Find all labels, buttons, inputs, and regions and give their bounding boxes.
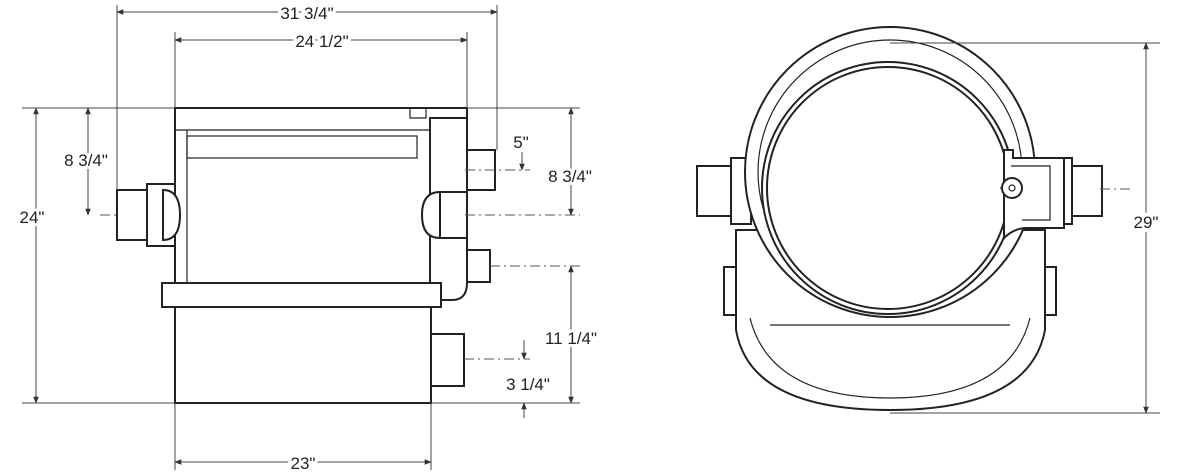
bottom-right-outlet (430, 333, 465, 387)
base-body (174, 306, 432, 404)
left-top-fitting (696, 165, 736, 217)
left-inlet-fitting (116, 183, 182, 247)
dim-inlet-right-height: 8 3/4" (548, 167, 592, 186)
inner-tray (186, 135, 418, 159)
middle-right-outlet (466, 249, 491, 283)
dim-top-view-depth: 29" (1134, 213, 1159, 232)
tank-opening (766, 66, 1010, 310)
dim-body-width: 24 1/2" (295, 32, 348, 51)
flange-band (161, 282, 442, 308)
dim-inlet-left-height: 8 3/4" (64, 151, 108, 170)
dim-overall-height: 24" (20, 208, 45, 227)
side-elevation-view: 31 3/4" 24 1/2" 23" 24" 8 3/4" 5" 8 3/4"… (17, 1, 601, 475)
dim-middle-outlet-height: 11 1/4" (545, 329, 597, 348)
right-top-fitting (1067, 165, 1103, 217)
dim-top-outlet-offset: 5" (513, 133, 529, 152)
dim-overall-width: 31 3/4" (280, 4, 333, 23)
dim-bottom-outlet-height: 3 1/4" (506, 375, 550, 394)
top-view: 29" (696, 26, 1162, 414)
upper-body (174, 107, 468, 284)
valve-housing (1003, 149, 1065, 241)
dim-base-width: 23" (291, 454, 316, 473)
right-inlet-fitting (420, 190, 468, 240)
valve-pivot (1001, 177, 1023, 199)
